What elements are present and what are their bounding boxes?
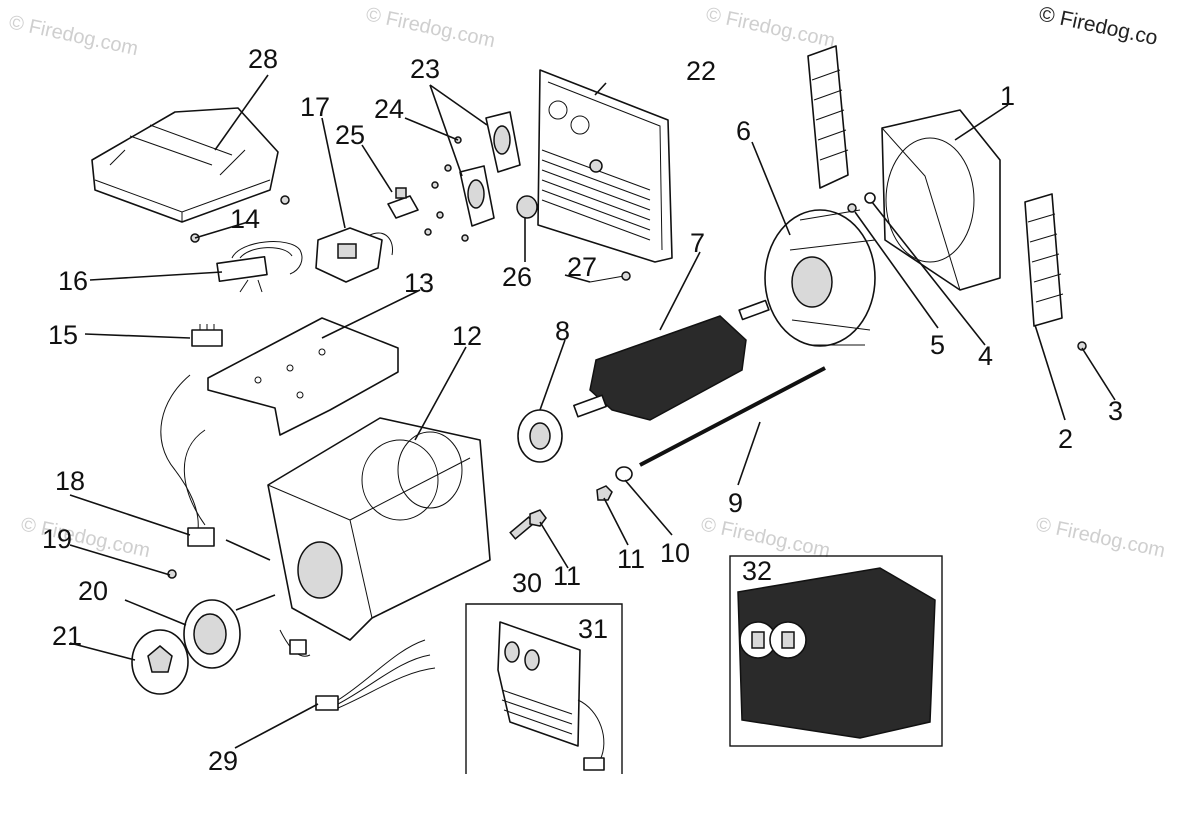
screw-3-part[interactable] [1077, 341, 1087, 351]
callout-labels: 1 2 3 4 5 6 7 8 9 10 11 11 12 13 14 15 1… [42, 44, 1123, 776]
callout-4[interactable]: 4 [978, 341, 993, 371]
watermark-4: © Firedog.com [19, 513, 152, 562]
knob-26-part[interactable] [516, 195, 538, 219]
inset-32-box [729, 555, 943, 747]
callout-31[interactable]: 31 [578, 614, 608, 644]
inset-31-box [465, 603, 623, 774]
watermark-2: © Firedog.com [364, 3, 497, 52]
callout-24[interactable]: 24 [374, 94, 404, 124]
top-cover-part[interactable] [91, 107, 279, 223]
callout-8[interactable]: 8 [555, 316, 570, 346]
fan-6-part[interactable] [764, 209, 876, 347]
washer-10-part[interactable] [615, 466, 633, 482]
callout-6[interactable]: 6 [736, 116, 751, 146]
callout-9[interactable]: 9 [728, 488, 743, 518]
callout-11b[interactable]: 11 [553, 561, 581, 591]
coupling-21-part[interactable] [131, 629, 189, 695]
callout-19[interactable]: 19 [42, 524, 72, 554]
callout-27[interactable]: 27 [567, 252, 597, 282]
callout-20[interactable]: 20 [78, 576, 108, 606]
callout-5[interactable]: 5 [930, 330, 945, 360]
stud-30-part[interactable] [509, 509, 547, 540]
callout-32[interactable]: 32 [742, 556, 772, 586]
mounting-plate-13-part[interactable] [207, 317, 399, 436]
stator-housing-12-part[interactable] [267, 417, 491, 657]
watermark-3: © Firedog.com [704, 3, 837, 52]
coupling-20-part[interactable] [183, 599, 241, 669]
callout-15[interactable]: 15 [48, 320, 78, 350]
callout-7[interactable]: 7 [690, 228, 705, 258]
watermark-corner: © Firedog.co [1037, 2, 1160, 50]
wire-plug-29-part[interactable] [315, 639, 436, 711]
callout-11a[interactable]: 11 [617, 544, 645, 574]
callout-29[interactable]: 29 [208, 746, 238, 776]
washer-4-part[interactable] [864, 192, 876, 204]
callout-22[interactable]: 22 [686, 56, 716, 86]
callout-18[interactable]: 18 [55, 466, 85, 496]
callout-1[interactable]: 1 [1000, 81, 1015, 111]
callout-23[interactable]: 23 [410, 54, 440, 84]
terminal-15-part[interactable] [191, 324, 223, 347]
callout-14[interactable]: 14 [230, 204, 260, 234]
watermark-1: © Firedog.com [7, 11, 140, 60]
control-panel-22-part[interactable] [537, 69, 673, 263]
outlet-23-lower-part[interactable] [459, 165, 495, 227]
rotor-7-part[interactable] [573, 299, 770, 421]
watermark-6: © Firedog.com [699, 513, 832, 562]
callout-26[interactable]: 26 [502, 262, 532, 292]
callout-21[interactable]: 21 [52, 621, 82, 651]
outlet-23-upper-part[interactable] [485, 111, 521, 173]
upper-grille-part[interactable] [807, 45, 849, 189]
grille-2-part[interactable] [1024, 193, 1064, 327]
switch-25-part[interactable] [387, 187, 419, 219]
bracket-17-part[interactable] [315, 227, 394, 283]
callout-2[interactable]: 2 [1058, 424, 1073, 454]
callout-3[interactable]: 3 [1108, 396, 1123, 426]
callout-16[interactable]: 16 [58, 266, 88, 296]
bearing-8-part[interactable] [517, 409, 563, 463]
bolt-5-part[interactable] [847, 203, 857, 213]
screw-27-part[interactable] [589, 271, 631, 283]
wire-harness-16-part[interactable] [216, 241, 303, 293]
callout-12[interactable]: 12 [452, 321, 482, 351]
callout-30[interactable]: 30 [512, 568, 542, 598]
watermark-7: © Firedog.com [1034, 513, 1167, 562]
outlet-screws-24-part[interactable] [424, 136, 469, 242]
nut-11-part[interactable] [596, 485, 613, 501]
callout-17[interactable]: 17 [300, 92, 330, 122]
callout-13[interactable]: 13 [404, 268, 434, 298]
leader-lines [69, 74, 1116, 749]
through-bolt-9-part[interactable] [639, 366, 826, 467]
end-housing-1-part[interactable] [881, 109, 1001, 291]
callout-10[interactable]: 10 [660, 538, 690, 568]
callout-25[interactable]: 25 [335, 120, 365, 150]
callout-28[interactable]: 28 [248, 44, 278, 74]
wire-loop-18-part[interactable] [160, 374, 215, 547]
